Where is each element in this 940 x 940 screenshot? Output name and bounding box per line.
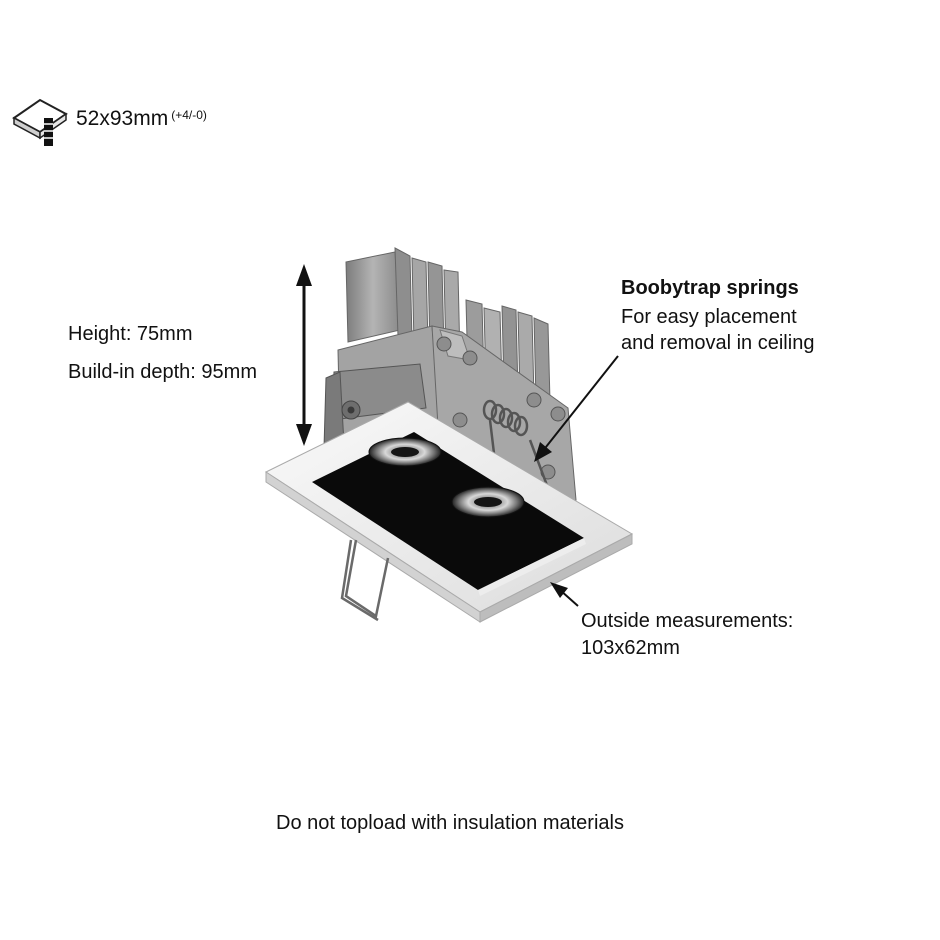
- outside-measurements-label: Outside measurements:: [581, 610, 794, 632]
- outside-measurements-value: 103x62mm: [581, 637, 680, 659]
- height-arrow: [296, 264, 312, 446]
- led-lenses: [368, 437, 525, 518]
- build-in-depth-label: Build-in depth: 95mm: [68, 361, 257, 383]
- insulation-warning: Do not topload with insulation materials: [276, 812, 624, 834]
- cutout-icon-shape: [12, 98, 68, 146]
- cutout-dimension-label: 52x93mm(+4/-0): [76, 106, 207, 132]
- height-label: Height: 75mm: [68, 323, 193, 345]
- springs-title: Boobytrap springs: [621, 277, 799, 299]
- cutout-size: 52x93mm: [76, 107, 169, 130]
- spring-callout-arrow: [534, 355, 619, 462]
- front-spring-wire: [340, 539, 390, 622]
- cutout-tolerance: (+4/-0): [171, 108, 207, 122]
- front-frame: [264, 401, 634, 623]
- springs-description-line1: For easy placement: [621, 306, 797, 328]
- outside-callout-arrow: [550, 582, 579, 607]
- springs-description-line2: and removal in ceiling: [621, 332, 815, 354]
